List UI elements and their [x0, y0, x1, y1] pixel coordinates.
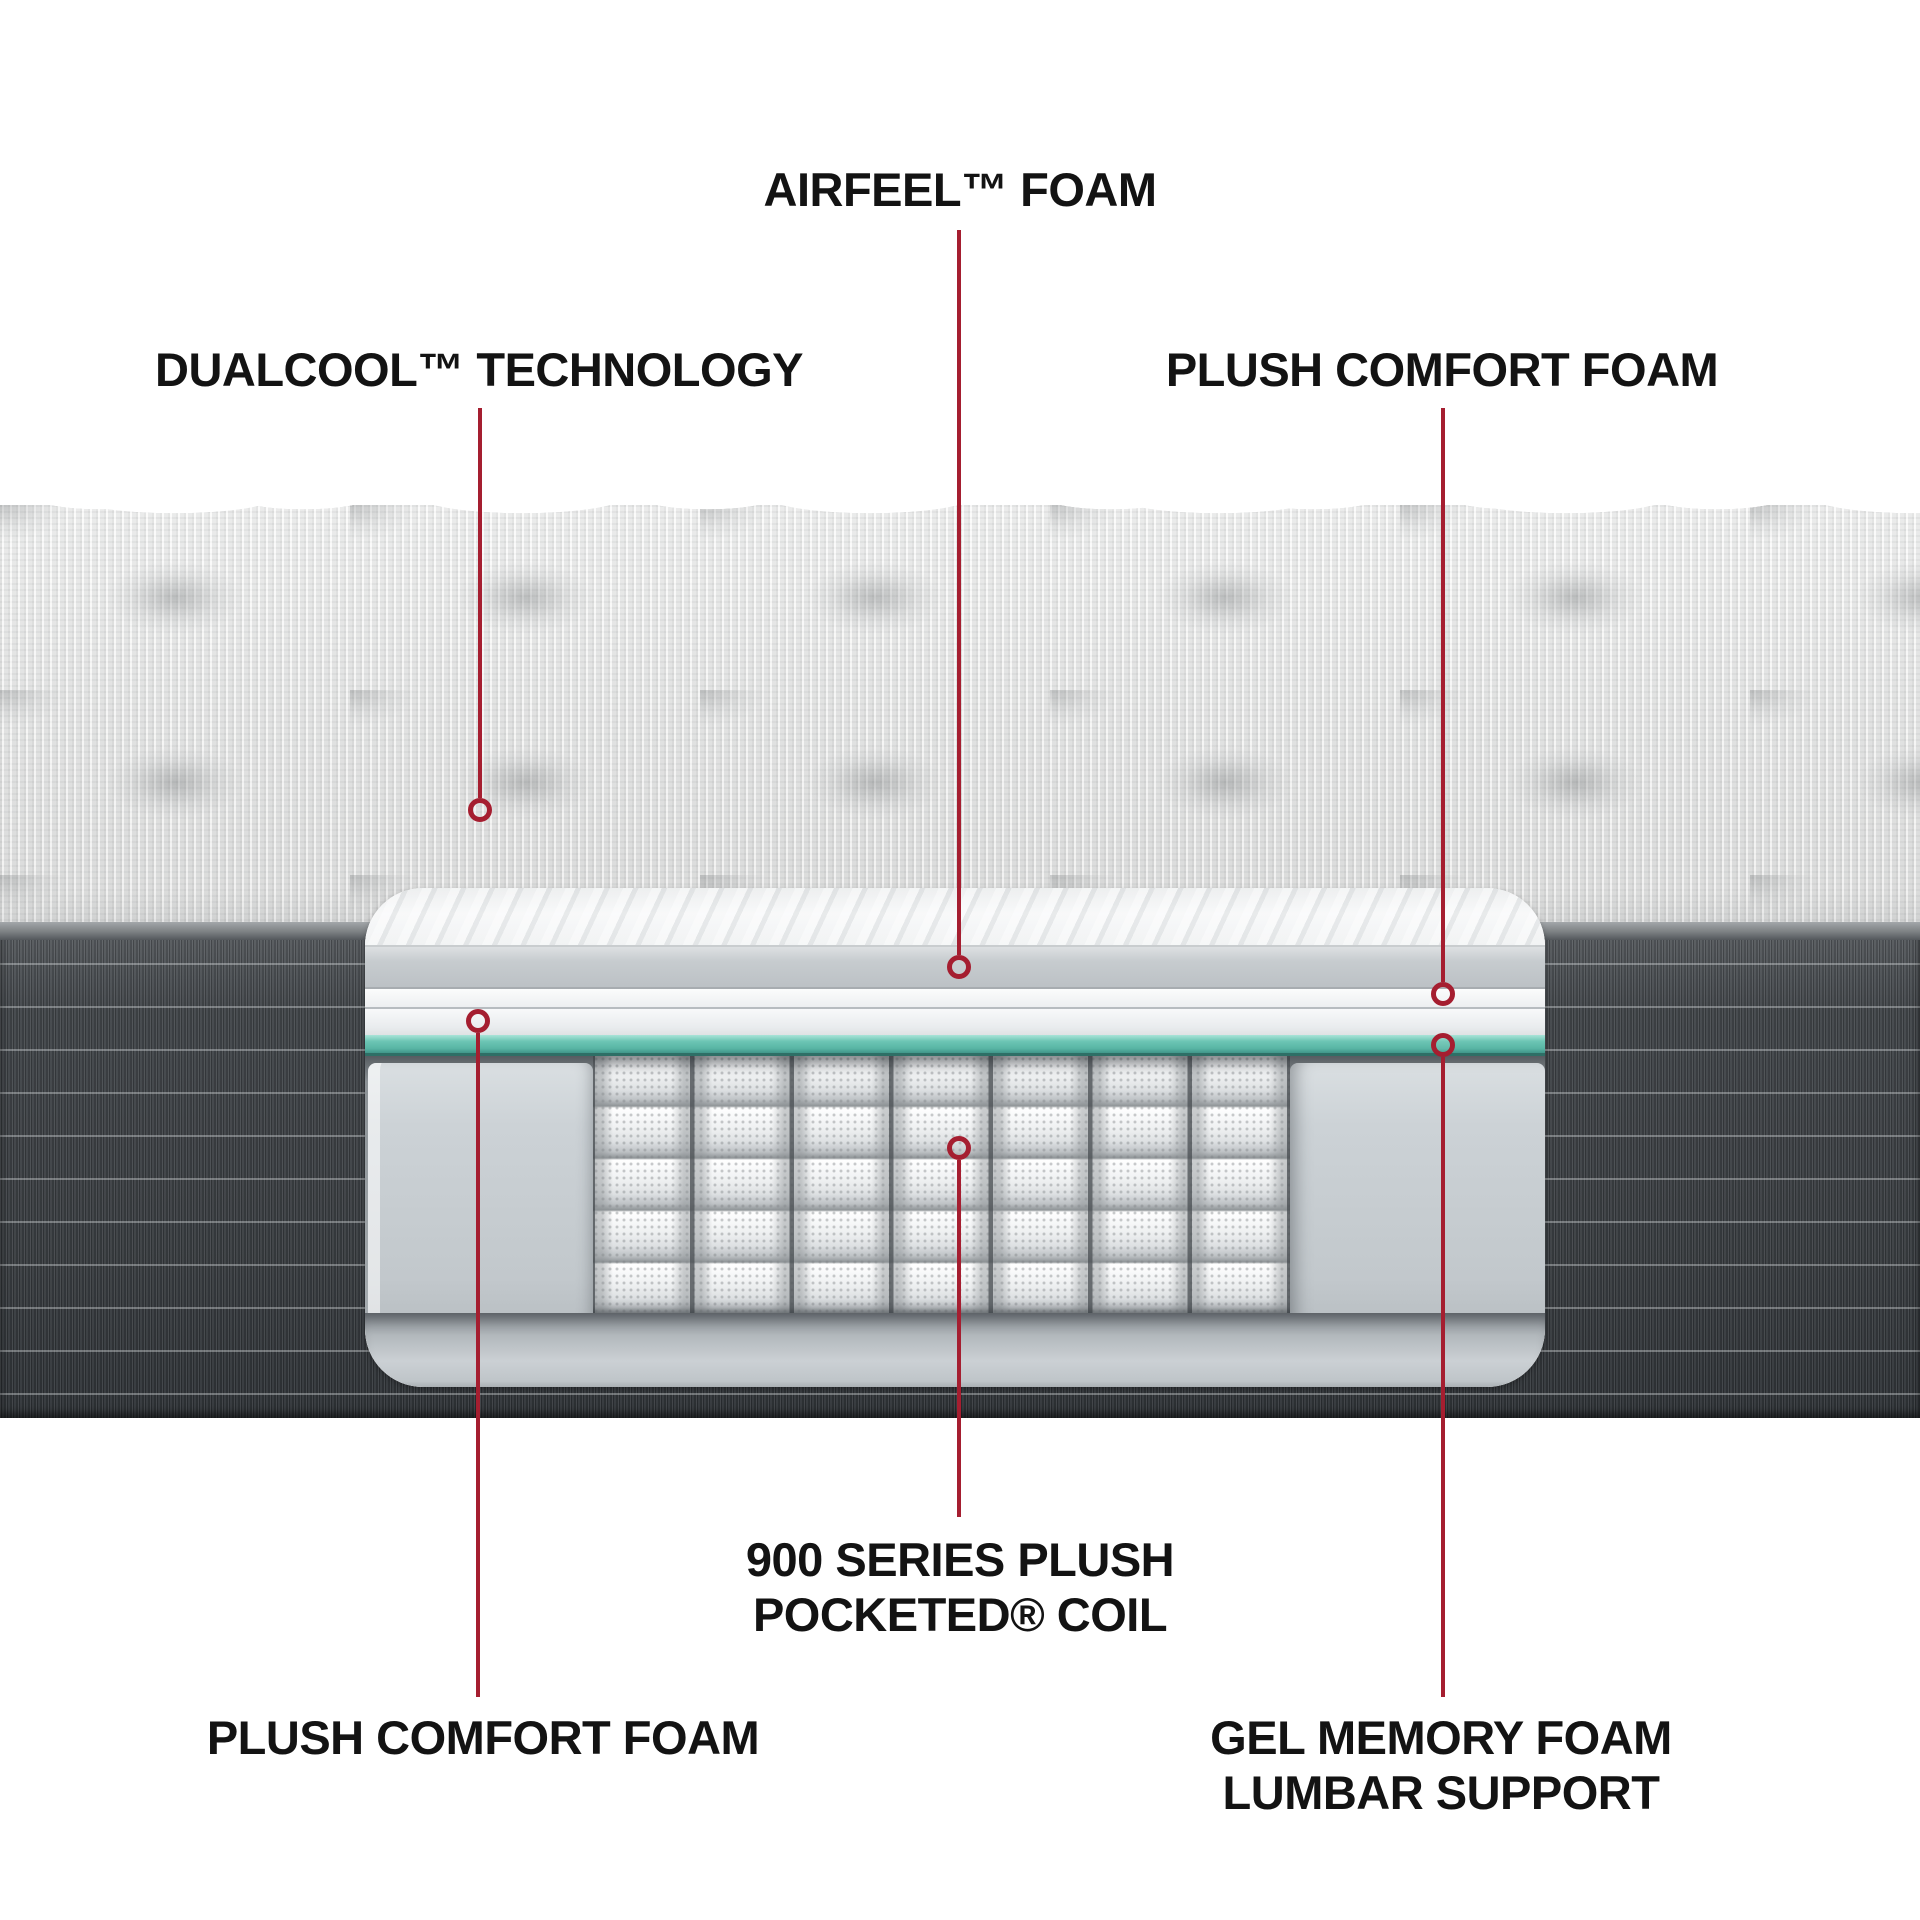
foam-encasement-block-left — [368, 1063, 593, 1350]
marker-ring-gel-memory — [1431, 1033, 1455, 1057]
leader-line-gel-memory — [1441, 1057, 1445, 1697]
marker-ring-plush-comfort-bottom — [466, 1009, 490, 1033]
pocketed-coil-columns — [593, 1056, 1290, 1313]
leader-line-plush-comfort-top — [1441, 408, 1445, 982]
leader-line-plush-comfort-bottom — [476, 1033, 480, 1697]
label-dualcool-technology: DUALCOOL™ TECHNOLOGY — [155, 343, 803, 396]
label-pocketed-coil: 900 SERIES PLUSH POCKETED® COIL — [745, 1532, 1175, 1642]
label-pocketed-coil-line2: POCKETED® COIL — [752, 1588, 1168, 1641]
label-gel-memory-line2: LUMBAR SUPPORT — [1222, 1766, 1660, 1819]
layer-separator-line — [365, 1007, 1545, 1009]
label-airfeel-foam: AIRFEEL™ FOAM — [763, 163, 1157, 216]
label-plush-comfort-foam-bottom: PLUSH COMFORT FOAM — [206, 1711, 760, 1764]
foam-encasement-block-right — [1290, 1063, 1545, 1350]
leader-line-pocketed-coil — [957, 1160, 961, 1517]
leader-line-airfeel — [957, 230, 961, 955]
label-gel-memory-foam: GEL MEMORY FOAM LUMBAR SUPPORT — [1210, 1710, 1672, 1820]
marker-ring-pocketed-coil — [947, 1136, 971, 1160]
layer-plush-comfort-foam-lower — [365, 1009, 1545, 1035]
layer-plush-comfort-foam-upper — [365, 989, 1545, 1007]
marker-ring-dualcool — [468, 798, 492, 822]
label-plush-comfort-foam-top: PLUSH COMFORT FOAM — [1165, 343, 1719, 396]
coil-region — [365, 1056, 1545, 1350]
layer-quilted-cover-rim — [365, 888, 1545, 947]
leader-line-dualcool — [478, 408, 482, 798]
cutaway-base-tray — [365, 1313, 1545, 1387]
marker-ring-airfeel — [947, 955, 971, 979]
marker-ring-plush-comfort-top — [1431, 982, 1455, 1006]
label-gel-memory-line1: GEL MEMORY FOAM — [1210, 1711, 1672, 1764]
label-pocketed-coil-line1: 900 SERIES PLUSH — [745, 1533, 1175, 1586]
layer-gel-memory-foam-lumbar — [365, 1035, 1545, 1056]
